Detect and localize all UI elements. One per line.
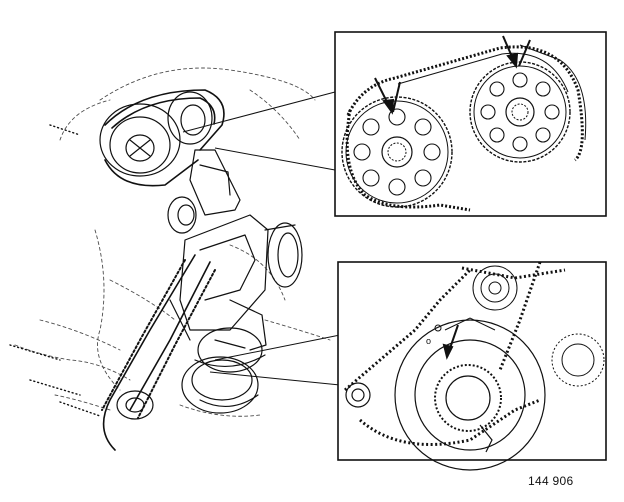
arrow-icon xyxy=(502,35,531,69)
camshaft-pulley-outer xyxy=(99,103,181,177)
belt-icon xyxy=(104,89,225,187)
leader-lines xyxy=(182,91,341,386)
upper-inset-frame xyxy=(334,31,607,217)
arrow-icon xyxy=(374,77,401,115)
crankshaft-pulley xyxy=(116,390,154,420)
svg-text:o: o xyxy=(426,336,431,346)
lower-inset: o xyxy=(337,261,607,471)
upper-inset xyxy=(334,31,607,217)
arrow-icon xyxy=(434,317,496,360)
figure-reference-number: 144 906 xyxy=(528,474,574,488)
engine-overview-drawing xyxy=(9,67,331,451)
lower-inset-frame xyxy=(337,261,607,461)
belt-icon xyxy=(344,261,566,446)
idler-pulley xyxy=(345,382,371,408)
gear-icon xyxy=(394,319,546,471)
